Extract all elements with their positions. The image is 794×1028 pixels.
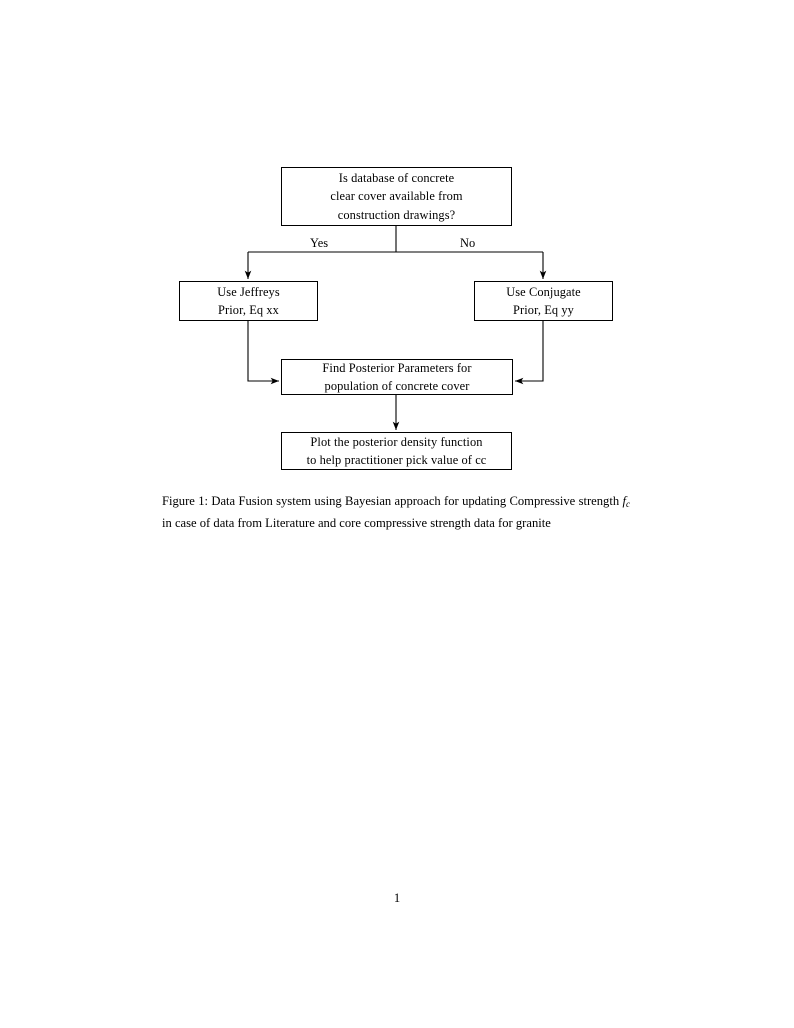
node-plot-line-2: to help practitioner pick value of cc — [306, 453, 487, 467]
connector-jeffreys-to-posterior — [247, 321, 280, 385]
flowchart-connectors — [244, 226, 547, 431]
node-posterior-line-2: population of concrete cover — [324, 379, 470, 393]
node-posterior-line-1: Find Posterior Parameters for — [322, 360, 472, 375]
figure-caption-math-fc: f — [622, 494, 627, 508]
figure-caption-label: Figure 1: — [162, 494, 209, 508]
figure-caption-math-subscript: c — [626, 498, 630, 509]
flow-node-find-posterior[interactable]: Find Posterior Parameters for population… — [281, 359, 513, 395]
edge-label-yes: Yes — [308, 236, 331, 250]
figure-caption: Figure 1: Data Fusion system using Bayes… — [162, 492, 630, 534]
connector-conjugate-to-posterior — [514, 321, 544, 385]
node-plot-line-1: Plot the posterior density function — [310, 434, 483, 449]
figure-caption-text-2: in case of data from Literature and core… — [162, 516, 551, 531]
flow-node-plot-density[interactable]: Plot the posterior density function to h… — [281, 432, 512, 470]
edge-label-no: No — [458, 236, 478, 250]
node-conjugate-line-2: Prior, Eq yy — [513, 303, 574, 317]
node-jeffreys-line-2: Prior, Eq xx — [218, 303, 279, 317]
page-number: 1 — [393, 891, 401, 905]
node-question-line-1: Is database of concrete — [338, 170, 455, 185]
figure-caption-text-1: Data Fusion system using Bayesian approa… — [208, 494, 623, 508]
node-jeffreys-line-1: Use Jeffreys — [217, 284, 280, 299]
node-conjugate-line-1: Use Conjugate — [506, 284, 581, 299]
node-question-line-2: clear cover available from — [330, 189, 463, 204]
flow-node-conjugate-prior[interactable]: Use Conjugate Prior, Eq yy — [474, 281, 613, 321]
flow-node-jeffreys-prior[interactable]: Use Jeffreys Prior, Eq xx — [179, 281, 318, 321]
flow-node-question[interactable]: Is database of concrete clear cover avai… — [281, 167, 512, 226]
figure-container: Is database of concrete clear cover avai… — [0, 0, 794, 490]
node-question-line-3: construction drawings? — [337, 207, 456, 222]
